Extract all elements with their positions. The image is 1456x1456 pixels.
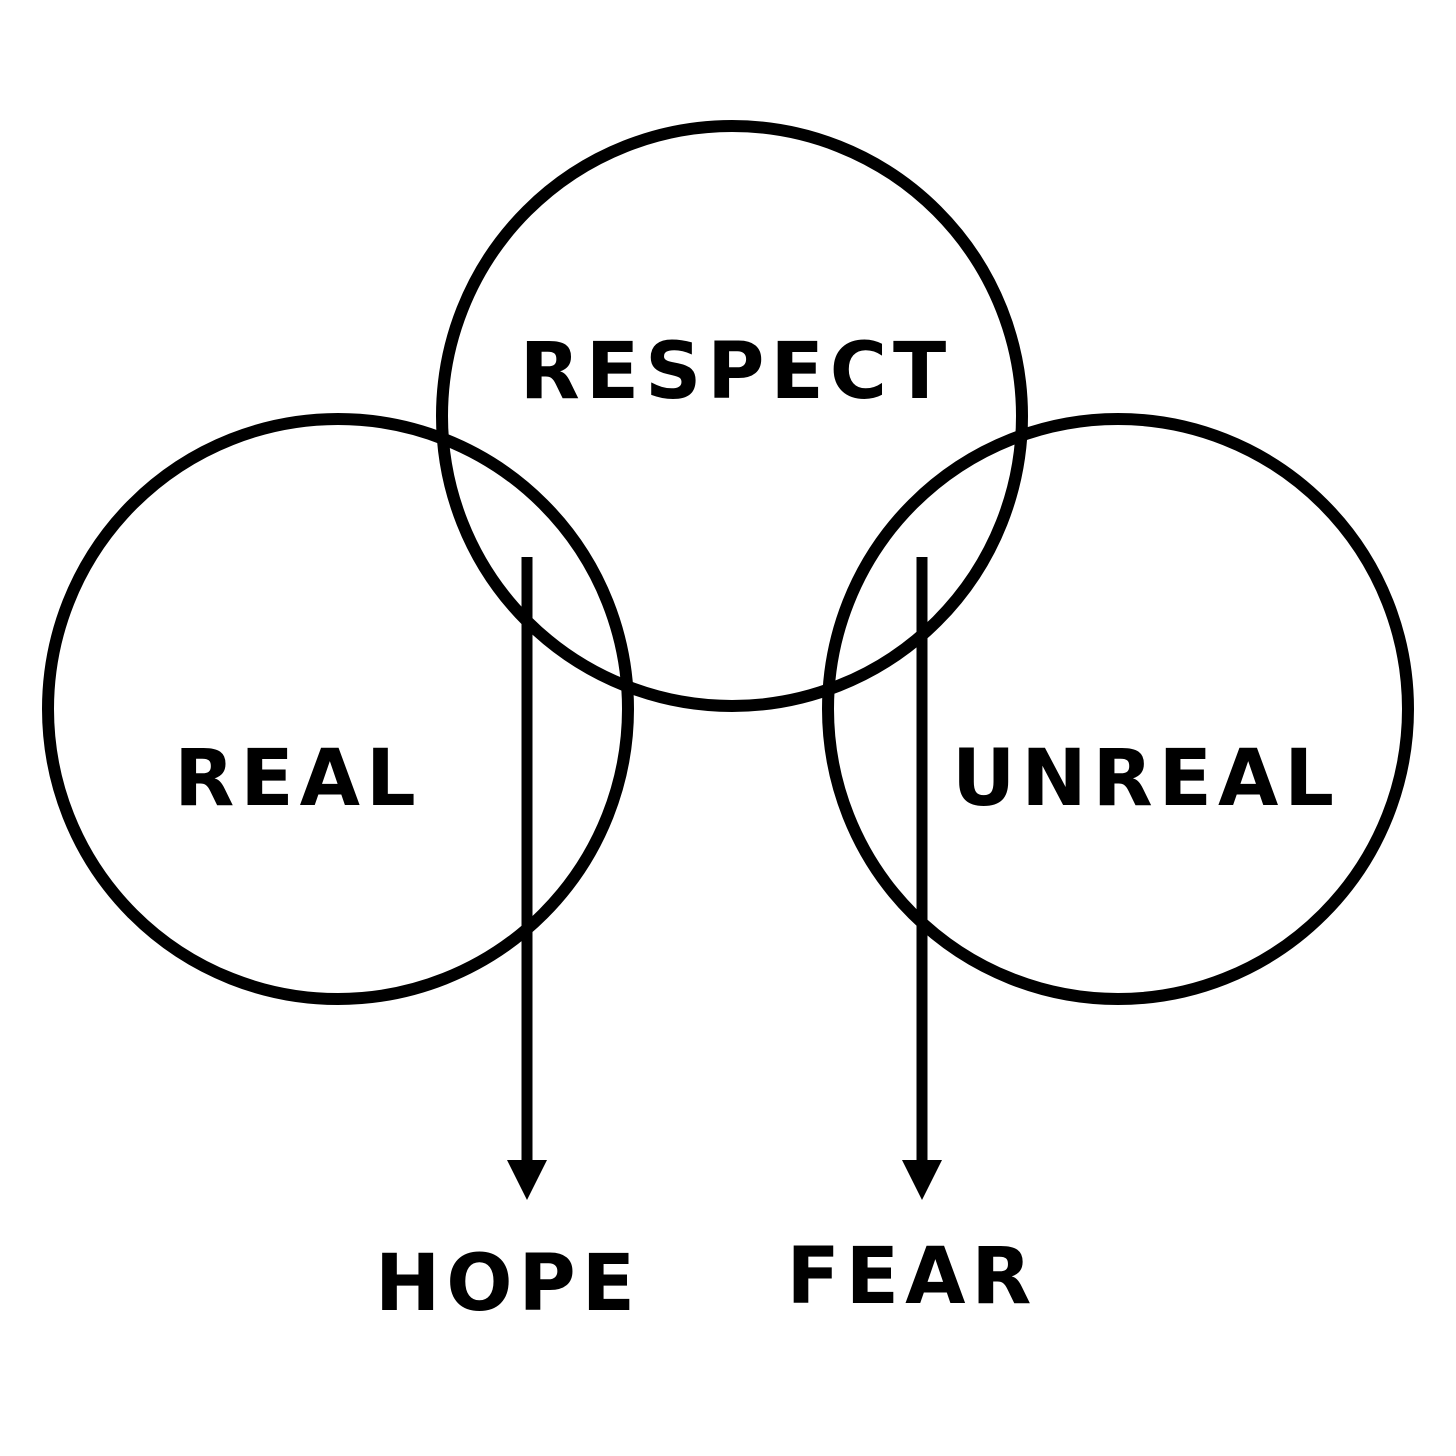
fear-arrow [902, 557, 942, 1200]
real-circle [42, 413, 634, 1005]
hope-arrow [507, 557, 547, 1200]
hope-arrowhead-icon [507, 1160, 547, 1200]
hope-label: HOPE [375, 1239, 641, 1329]
respect-label: RESPECT [520, 327, 952, 417]
unreal-label: UNREAL [952, 734, 1340, 824]
fear-label: FEAR [787, 1232, 1038, 1322]
unreal-circle [822, 413, 1414, 1005]
real-label: REAL [174, 734, 421, 824]
respect-circle [436, 120, 1028, 712]
fear-arrowhead-icon [902, 1160, 942, 1200]
